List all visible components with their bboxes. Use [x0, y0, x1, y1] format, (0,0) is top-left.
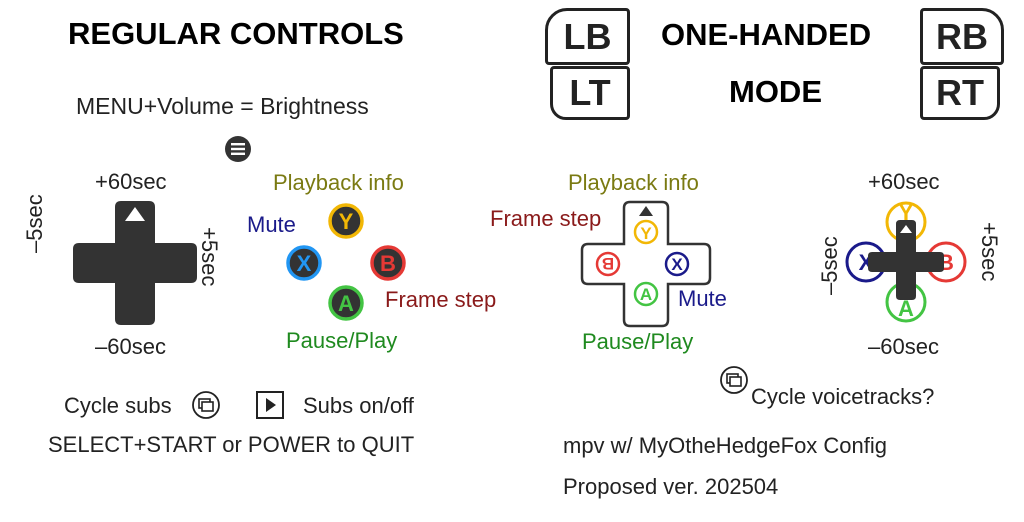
quit-note: SELECT+START or POWER to QUIT	[48, 432, 415, 457]
start-icon	[256, 391, 284, 419]
config-note: mpv w/ MyOtheHedgeFox Config	[563, 433, 888, 458]
y-button-letter: Y	[339, 209, 354, 234]
rb-shoulder: RB	[920, 8, 1004, 65]
x-button-letter: X	[297, 251, 312, 276]
menu-icon	[225, 136, 251, 162]
subs-toggle-label: Subs on/off	[303, 393, 414, 418]
x-button-label: Mute	[247, 212, 296, 237]
y-button: Y	[328, 203, 364, 239]
dpad-down-label: –60sec	[95, 334, 166, 359]
oh-plus5-label: +5sec	[977, 222, 1002, 282]
dpad-right-label: +5sec	[197, 227, 222, 287]
dpad-up-label: +60sec	[95, 169, 167, 194]
x-button: X	[286, 245, 322, 281]
lt-shoulder: LT	[550, 66, 630, 120]
b-button-label: Frame step	[385, 287, 497, 312]
y-button-label: Playback info	[273, 170, 404, 195]
a-button-label: Pause/Play	[286, 328, 398, 353]
oh-plus60-label: +60sec	[868, 169, 940, 194]
one-handed-title-line2: MODE	[729, 74, 822, 109]
b-button-letter: B	[380, 251, 396, 276]
oh-a-letter: A	[640, 285, 652, 304]
b-button: B	[370, 245, 406, 281]
oh-b-letter: B	[602, 254, 614, 273]
oh-x-letter: X	[671, 255, 683, 274]
dpad-icon	[73, 201, 197, 325]
oh-left-dpad: Y B X A	[580, 200, 712, 328]
lb-shoulder: LB	[545, 8, 630, 65]
regular-controls-title: REGULAR CONTROLS	[68, 16, 404, 51]
dpad-left-label: –5sec	[22, 194, 47, 253]
oh-frame-step-label: Frame step	[490, 206, 602, 231]
brightness-note: MENU+Volume = Brightness	[76, 93, 369, 119]
a-button-letter: A	[338, 291, 354, 316]
oh-minus5-label: –5sec	[817, 236, 842, 295]
oh-mute-label: Mute	[678, 286, 727, 311]
one-handed-title-line1: ONE-HANDED	[661, 17, 872, 52]
cycle-subs-label: Cycle subs	[64, 393, 172, 418]
oh-right-a-letter: A	[898, 296, 914, 321]
oh-select-icon	[720, 366, 748, 394]
oh-right-y-letter: Y	[899, 200, 914, 225]
oh-minus60-label: –60sec	[868, 334, 939, 359]
rt-shoulder: RT	[920, 66, 1000, 120]
oh-y-letter: Y	[640, 224, 652, 243]
oh-pause-play-label: Pause/Play	[582, 329, 694, 354]
select-icon	[192, 391, 220, 419]
oh-right-buttons: Y X B A	[845, 200, 967, 323]
cycle-voicetracks-label: Cycle voicetracks?	[751, 384, 935, 409]
oh-playback-info-label: Playback info	[568, 170, 699, 195]
a-button: A	[328, 285, 364, 321]
version-note: Proposed ver. 202504	[563, 474, 779, 499]
